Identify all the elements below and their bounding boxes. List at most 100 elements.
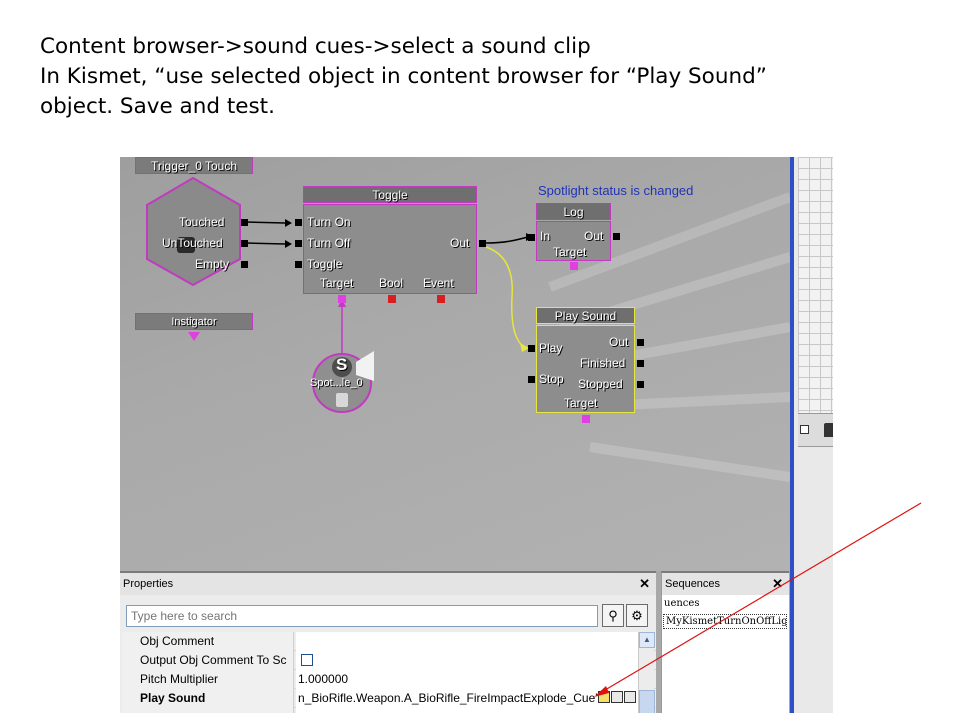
spotlight-badge-letter: S — [336, 355, 348, 374]
trigger-instigator-label[interactable]: Instigator — [135, 313, 253, 330]
find-in-browser-icon[interactable]: ⚙ — [626, 604, 648, 627]
list-item[interactable]: MyKismetTurnOnOffLigl — [663, 614, 787, 629]
sequences-close-button[interactable]: ✕ — [772, 576, 783, 591]
prop-value[interactable] — [296, 632, 640, 651]
prop-name: Obj Comment — [122, 632, 294, 651]
sequences-title: Sequences — [665, 578, 721, 590]
trigger-pin-untouched[interactable] — [241, 240, 248, 247]
prop-name: Play Sound — [122, 689, 294, 708]
table-row[interactable]: Obj Comment — [122, 632, 656, 651]
wire-arrow — [285, 240, 292, 248]
toggle-pin-turnoff[interactable] — [295, 240, 302, 247]
trigger-node-title[interactable]: Trigger_0 Touch — [135, 157, 253, 174]
log-node-title[interactable]: Log — [536, 203, 611, 220]
use-selected-icon[interactable] — [598, 691, 610, 703]
toggle-pin-turnon[interactable] — [295, 219, 302, 226]
playsound-output-stopped: Stopped — [578, 377, 623, 391]
playsound-pin-finished[interactable] — [637, 360, 644, 367]
toggle-node-body[interactable] — [303, 204, 477, 294]
prop-value — [296, 708, 640, 713]
log-input-in: In — [540, 229, 551, 243]
lock-icon[interactable] — [824, 423, 833, 437]
trigger-pin-empty[interactable] — [241, 261, 248, 268]
playsound-pin-play[interactable] — [528, 345, 535, 352]
value-action-icons — [598, 691, 637, 706]
playsound-pin-target[interactable] — [582, 415, 590, 423]
caption-line-3: object. Save and test. — [40, 94, 275, 119]
toggle-output-out: Out — [450, 236, 470, 250]
strip-toolbar — [798, 413, 833, 447]
prop-value[interactable]: 1.000000 — [296, 670, 640, 689]
spotlight-label: Spot...le_0 — [310, 377, 363, 389]
spotlight-badge-bg — [332, 357, 352, 377]
browse-icon[interactable] — [611, 691, 623, 703]
kismet-editor: Trigger_0 Touch Touched UnTouched Empty … — [120, 157, 833, 713]
wire-arrow — [520, 343, 529, 352]
table-row[interactable]: Pitch Multiplier 1.000000 — [122, 670, 656, 689]
log-pin-in[interactable] — [528, 234, 535, 241]
prop-name: Output Obj Comment To Sc — [122, 651, 294, 670]
trigger-output-touched: Touched — [179, 215, 225, 229]
sequences-header: Sequences ✕ — [662, 573, 789, 595]
playsound-input-stop: Stop — [539, 372, 564, 386]
wire-arrow — [338, 299, 346, 307]
toggle-var-target: Target — [320, 276, 354, 290]
trigger-pin-touched[interactable] — [241, 219, 248, 226]
table-row[interactable]: Output Obj Comment To Sc — [122, 651, 656, 670]
prop-name — [122, 708, 294, 713]
list-item[interactable]: uences — [664, 598, 700, 609]
toggle-node-title[interactable]: Toggle — [303, 186, 477, 203]
properties-header: Properties ✕ — [120, 573, 656, 595]
toggle-pin-event[interactable] — [437, 295, 445, 303]
window-icon[interactable] — [800, 425, 809, 434]
log-output-out: Out — [584, 229, 604, 243]
toggle-var-bool: Bool — [379, 276, 404, 290]
playsound-node-body[interactable] — [536, 325, 635, 413]
trigger-hexagon[interactable] — [146, 176, 241, 287]
comment-spotlight-status[interactable]: Spotlight status is changed — [538, 183, 694, 198]
playsound-pin-out[interactable] — [637, 339, 644, 346]
wire-untouched-turnoff — [245, 242, 286, 245]
properties-close-button[interactable]: ✕ — [639, 576, 650, 591]
playsound-output-finished: Finished — [580, 356, 626, 370]
properties-scrollbar[interactable]: ▲ — [638, 632, 655, 713]
playsound-node-title[interactable]: Play Sound — [536, 307, 635, 324]
playsound-pin-stopped[interactable] — [637, 381, 644, 388]
sequences-panel: Sequences ✕ uences MyKismetTurnOnOffLigl — [661, 571, 789, 713]
kismet-graph-canvas[interactable]: Trigger_0 Touch Touched UnTouched Empty … — [120, 157, 790, 571]
toggle-pin-toggle[interactable] — [295, 261, 302, 268]
scroll-up-icon[interactable]: ▲ — [639, 632, 655, 648]
strip-grid — [798, 157, 833, 413]
prop-name: Pitch Multiplier — [122, 670, 294, 689]
toggle-pin-bool[interactable] — [388, 295, 396, 303]
toggle-input-toggle: Toggle — [307, 257, 343, 271]
output-comment-checkbox[interactable] — [301, 654, 313, 666]
log-var-target: Target — [553, 245, 587, 259]
caption-line-2: In Kismet, “use selected object in conte… — [40, 64, 767, 89]
slide-caption: Content browser->sound cues->select a so… — [40, 32, 767, 122]
wire-toggle-playsound — [485, 246, 525, 348]
properties-search-input[interactable] — [126, 605, 598, 627]
log-pin-out[interactable] — [613, 233, 620, 240]
wire-arrow — [285, 219, 292, 227]
table-row[interactable]: Play Sound n_BioRifle.Weapon.A_BioRifle_… — [122, 689, 656, 708]
prop-value — [296, 651, 640, 670]
caption-line-1: Content browser->sound cues->select a so… — [40, 34, 591, 59]
play-sound-value: n_BioRifle.Weapon.A_BioRifle_FireImpactE… — [298, 691, 598, 705]
spotlight-cone-icon — [356, 351, 374, 381]
clear-icon[interactable] — [624, 691, 636, 703]
log-pin-target[interactable] — [570, 262, 578, 270]
trigger-output-empty: Empty — [195, 257, 230, 271]
wire-toggle-log — [485, 236, 529, 244]
log-node-body[interactable] — [536, 221, 611, 261]
scroll-thumb[interactable] — [639, 690, 655, 713]
toggle-pin-out[interactable] — [479, 240, 486, 247]
prop-value[interactable]: n_BioRifle.Weapon.A_BioRifle_FireImpactE… — [296, 689, 640, 708]
playsound-pin-stop[interactable] — [528, 376, 535, 383]
instigator-pin-arrow[interactable] — [188, 332, 200, 341]
search-icon[interactable]: ⚲ — [602, 604, 624, 627]
toggle-pin-target[interactable] — [338, 295, 346, 303]
properties-panel: Properties ✕ ⚲ ⚙ Obj Comment Output Obj … — [120, 571, 656, 713]
table-row-partial — [122, 708, 656, 713]
editor-right-strip — [790, 157, 833, 713]
